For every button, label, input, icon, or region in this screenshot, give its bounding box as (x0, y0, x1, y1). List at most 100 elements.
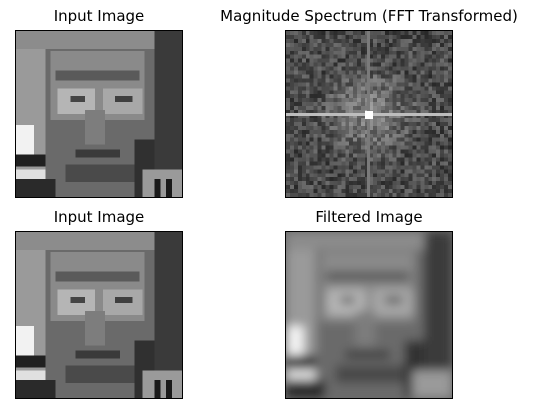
spectrum-cell (420, 62, 425, 67)
spectrum-cell (376, 78, 381, 83)
spectrum-cell (420, 161, 425, 166)
spectrum-cell (436, 46, 441, 51)
spectrum-cell (305, 173, 310, 178)
spectrum-dc-peak (365, 111, 373, 119)
spectrum-cell (313, 137, 318, 142)
spectrum-cell (305, 106, 310, 111)
spectrum-cell (289, 133, 294, 138)
spectrum-cell (309, 153, 314, 158)
spectrum-cell (361, 50, 366, 55)
spectrum-cell (309, 141, 314, 146)
spectrum-cell (317, 86, 322, 91)
spectrum-cell (309, 70, 314, 75)
spectrum-cell (297, 153, 302, 158)
spectrum-cell (372, 165, 377, 170)
spectrum-cell (353, 181, 358, 186)
spectrum-cell (309, 125, 314, 130)
spectrum-cell (293, 50, 298, 55)
spectrum-cell (428, 102, 433, 107)
spectrum-cell (428, 38, 433, 43)
spectrum-cell (400, 193, 405, 197)
spectrum-cell (313, 62, 318, 67)
spectrum-cell (440, 70, 445, 75)
spectrum-cell (400, 42, 405, 47)
spectrum-cell (337, 173, 342, 178)
spectrum-cell (444, 66, 449, 71)
spectrum-cell (317, 137, 322, 142)
spectrum-cell (361, 125, 366, 130)
spectrum-cell (432, 31, 437, 35)
spectrum-cell (317, 66, 322, 71)
spectrum-cell (408, 145, 413, 150)
spectrum-cell (444, 141, 449, 146)
spectrum-cell (440, 66, 445, 71)
spectrum-cell (365, 106, 369, 111)
spectrum-cell (440, 181, 445, 186)
spectrum-cell (353, 90, 358, 95)
spectrum-cell (293, 106, 298, 111)
spectrum-cell (317, 129, 322, 134)
spectrum-cell (333, 54, 338, 59)
spectrum-cell (440, 86, 445, 91)
spectrum-cell (436, 58, 441, 63)
spectrum-cell (384, 157, 389, 162)
spectrum-cell (396, 94, 401, 99)
spectrum-cell (357, 185, 362, 190)
spectrum-cell (309, 74, 314, 79)
spectrum-cell (369, 31, 373, 35)
spectrum-cell (432, 133, 437, 138)
spectrum-cell (341, 86, 346, 91)
spectrum-cell (388, 137, 393, 142)
spectrum-cell (369, 137, 373, 142)
spectrum-cell (369, 98, 373, 103)
spectrum-cell (400, 78, 405, 83)
spectrum-cell (361, 161, 366, 166)
spectrum-cell (388, 117, 393, 122)
spectrum-cell (420, 173, 425, 178)
spectrum-cell (440, 42, 445, 47)
spectrum-cell (428, 165, 433, 170)
spectrum-cell (325, 177, 330, 182)
spectrum-cell (345, 125, 350, 130)
spectrum-cell (301, 74, 306, 79)
spectrum-cell (353, 161, 358, 166)
spectrum-cell (412, 42, 417, 47)
spectrum-cell (365, 125, 369, 130)
spectrum-cell (365, 46, 369, 51)
spectrum-cell (317, 82, 322, 87)
spectrum-cell (301, 94, 306, 99)
spectrum-cell (424, 193, 429, 197)
spectrum-cell (424, 141, 429, 146)
spectrum-cell (353, 82, 358, 87)
spectrum-cell (297, 117, 302, 122)
spectrum-cell (388, 54, 393, 59)
spectrum-cell (353, 169, 358, 174)
spectrum-cell (329, 137, 334, 142)
spectrum-cell (321, 181, 326, 186)
spectrum-cell (317, 31, 322, 35)
spectrum-cell (412, 153, 417, 158)
spectrum-cell (317, 46, 322, 51)
spectrum-cell (444, 177, 449, 182)
spectrum-cell (309, 117, 314, 122)
spectrum-cell (372, 117, 377, 122)
spectrum-cell (345, 129, 350, 134)
spectrum-cell (353, 94, 358, 99)
spectrum-cell (349, 42, 354, 47)
spectrum-cell (420, 169, 425, 174)
spectrum-cell (400, 157, 405, 162)
spectrum-cell (313, 153, 318, 158)
spectrum-cell (404, 157, 409, 162)
spectrum-cell (341, 90, 346, 95)
spectrum-cell (416, 34, 421, 39)
spectrum-cell (396, 70, 401, 75)
spectrum-cell (289, 177, 294, 182)
spectrum-cell (289, 31, 294, 35)
spectrum-cell (440, 110, 445, 114)
spectrum-cell (428, 117, 433, 122)
spectrum-cell (289, 74, 294, 79)
spectrum-cell (333, 145, 338, 150)
spectrum-cell (384, 42, 389, 47)
face-photo-svg-2 (16, 232, 182, 398)
spectrum-cell (376, 98, 381, 103)
